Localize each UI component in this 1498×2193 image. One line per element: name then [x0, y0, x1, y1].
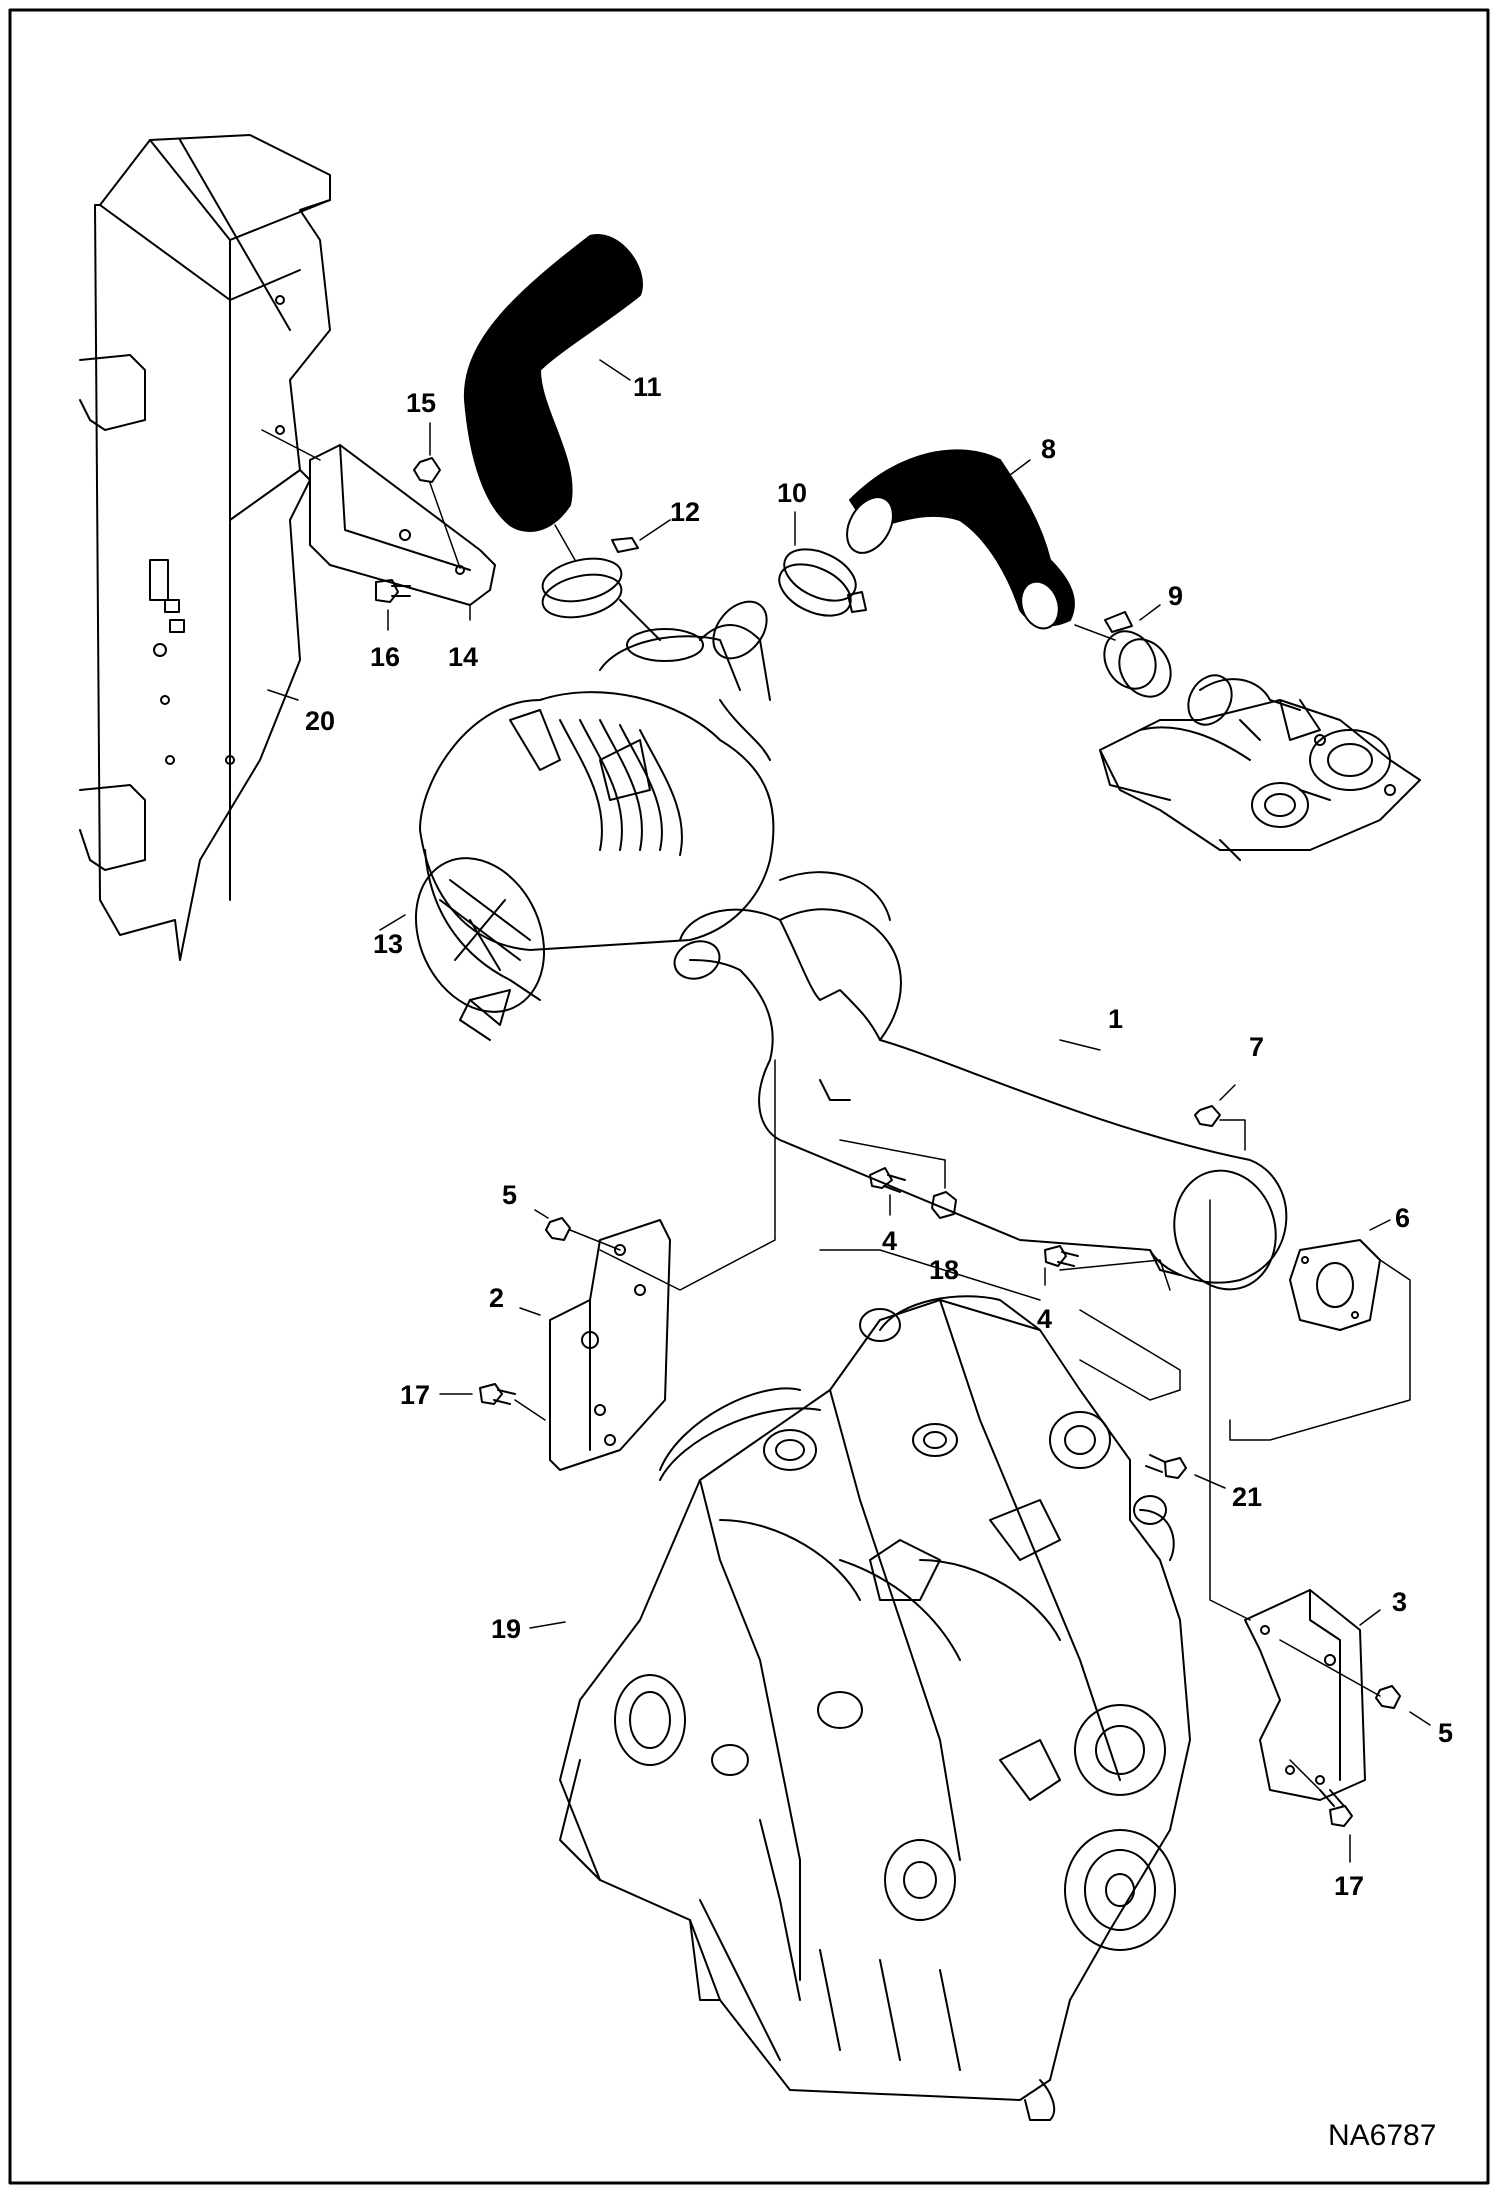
callout-5a: 5 — [502, 1180, 518, 1210]
hose-part-11 — [463, 234, 643, 532]
callout-13: 13 — [373, 929, 404, 959]
callout-21: 21 — [1232, 1482, 1263, 1512]
callout-12: 12 — [670, 497, 701, 527]
callout-4b: 4 — [1037, 1304, 1053, 1334]
callout-6: 6 — [1395, 1203, 1411, 1233]
leader-19 — [529, 1621, 566, 1629]
callout-19: 19 — [491, 1614, 522, 1644]
clamp-part-9 — [1103, 611, 1172, 698]
leader-8 — [1009, 459, 1031, 476]
engine-part-19 — [559, 1295, 1191, 2121]
turbo-assembly — [1099, 674, 1421, 861]
callout-17b: 17 — [1334, 1871, 1365, 1901]
figure-code: NA6787 — [1328, 2119, 1437, 2152]
nut-part-5-a — [545, 1217, 571, 1241]
clamp-part-12 — [541, 537, 639, 619]
callout-11: 11 — [633, 372, 662, 402]
leader-13 — [379, 914, 406, 931]
frame-rail-part-20 — [79, 134, 331, 961]
callout-2: 2 — [489, 1283, 505, 1313]
callout-5b: 5 — [1438, 1718, 1454, 1748]
callout-9: 9 — [1168, 581, 1184, 611]
bracket-part-2 — [549, 1219, 671, 1471]
callout-14: 14 — [448, 642, 479, 672]
callout-20: 20 — [305, 706, 336, 736]
leader-6 — [1369, 1219, 1391, 1231]
nut-part-5-b — [1375, 1685, 1401, 1709]
bolt-part-17-b — [1319, 1789, 1353, 1827]
callout-18: 18 — [929, 1255, 960, 1285]
leader-7 — [1219, 1084, 1236, 1101]
leader-5a — [534, 1209, 549, 1219]
nut-part-15 — [413, 457, 461, 569]
hose-part-8 — [849, 449, 1075, 627]
bracket-part-14 — [309, 444, 496, 621]
gasket-part-6 — [1289, 1239, 1381, 1331]
callout-10: 10 — [777, 478, 808, 508]
callout-3: 3 — [1392, 1587, 1408, 1617]
bolt-part-17-a — [479, 1383, 516, 1405]
callout-17a: 17 — [400, 1380, 431, 1410]
callout-15: 15 — [406, 388, 437, 418]
bolt-part-4-a — [869, 1167, 906, 1193]
clamp-part-10 — [778, 548, 867, 617]
leader-5b — [1409, 1711, 1431, 1726]
bolt-part-4-b — [1044, 1245, 1079, 1267]
callout-4a: 4 — [882, 1226, 898, 1256]
callout-8: 8 — [1041, 434, 1057, 464]
bolt-part-21 — [1145, 1454, 1187, 1479]
nut-part-7 — [1194, 1105, 1221, 1127]
nut-part-18 — [931, 1191, 957, 1219]
leader-21 — [1194, 1474, 1226, 1489]
leader-11 — [599, 359, 631, 381]
callout-7: 7 — [1249, 1032, 1265, 1062]
leader-2 — [519, 1307, 541, 1316]
air-cleaner-part-13 — [379, 599, 775, 1041]
muffler-part-1 — [673, 871, 1288, 1291]
leader-20 — [267, 689, 299, 701]
border-frame — [8, 8, 1490, 2185]
callout-16: 16 — [370, 642, 401, 672]
callout-1: 1 — [1108, 1004, 1124, 1034]
bolt-part-16 — [375, 579, 411, 603]
leader-3 — [1359, 1609, 1381, 1626]
leader-9 — [1139, 604, 1161, 621]
bracket-part-3 — [1244, 1589, 1366, 1801]
leader-12 — [639, 519, 671, 541]
leader-1 — [1059, 1039, 1101, 1051]
